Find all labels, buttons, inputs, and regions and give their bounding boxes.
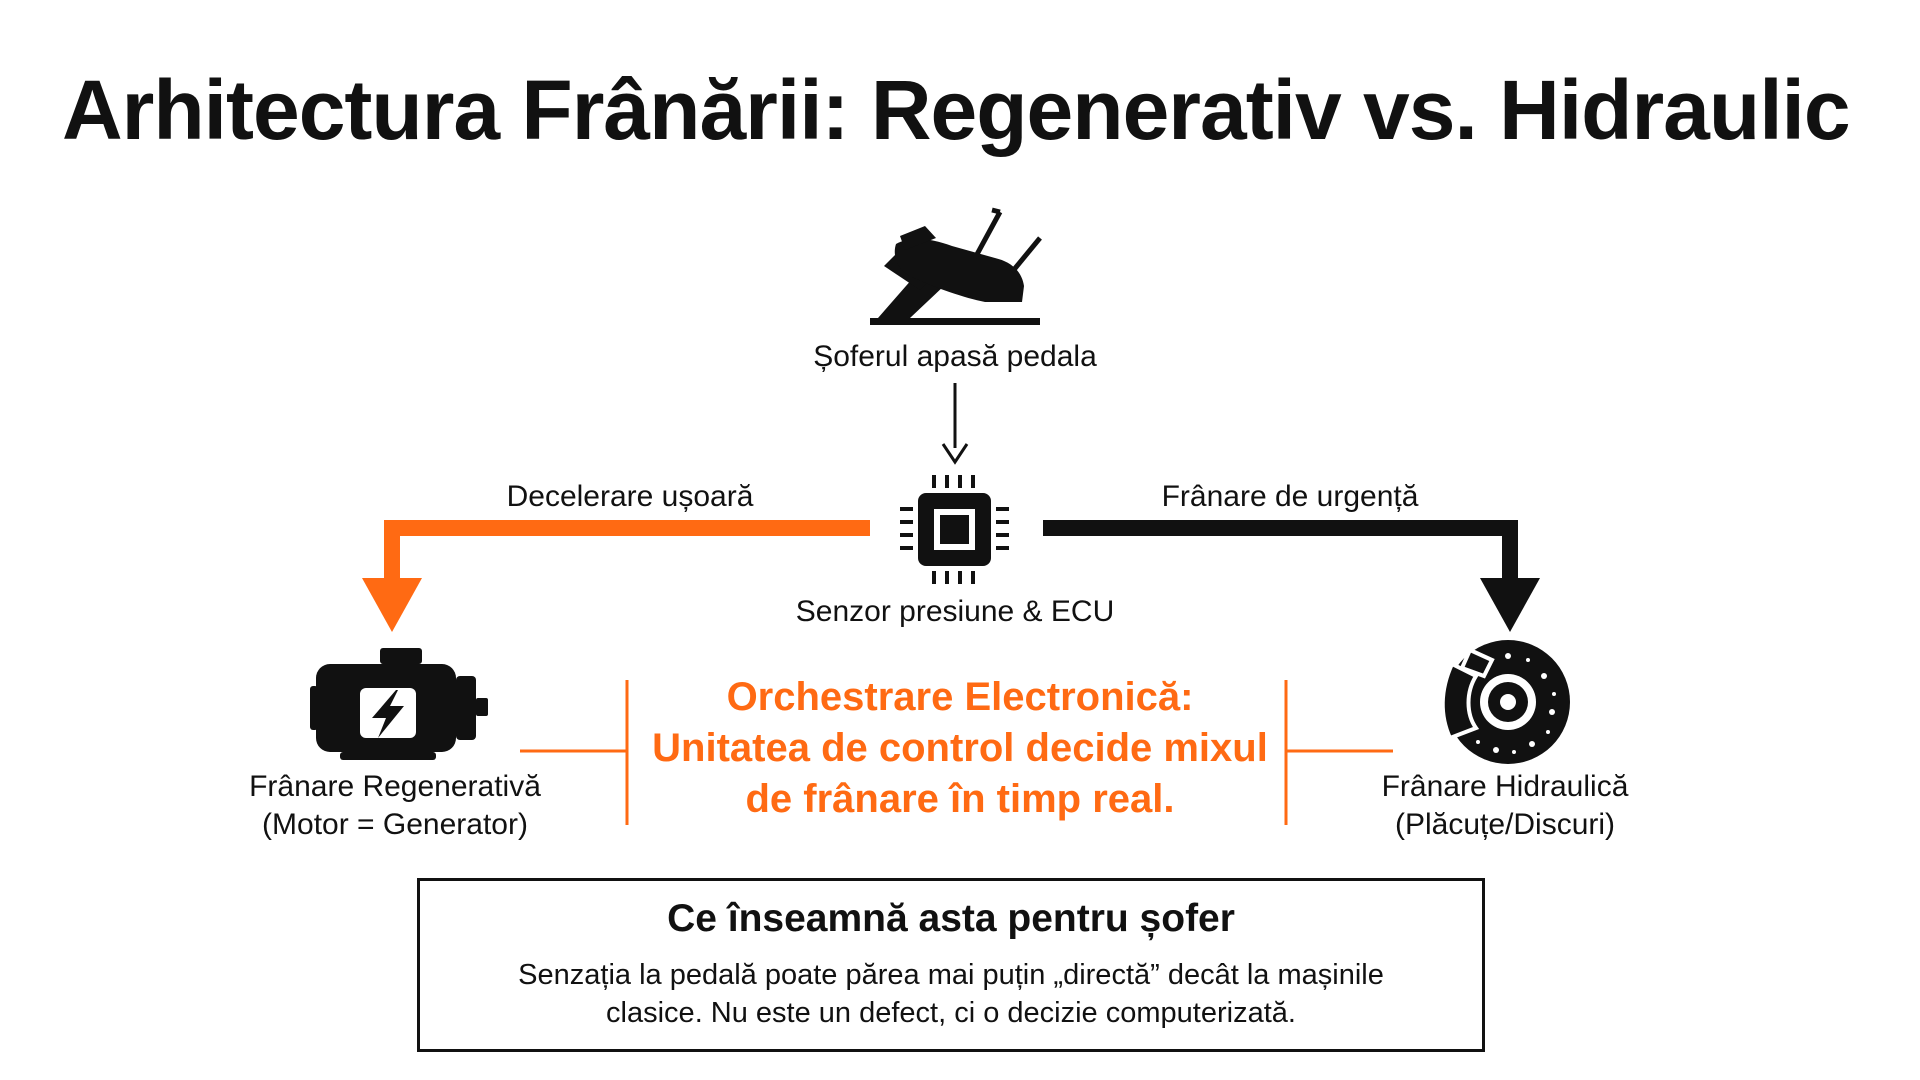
- arrow-driver-to-ecu: [941, 383, 969, 465]
- regen-label-line1: Frânare Regenerativă: [249, 770, 541, 803]
- arrow-ecu-to-hydraulic: [1043, 520, 1540, 632]
- center-message: Orchestrare Electronică: Unitatea de con…: [620, 672, 1300, 826]
- hydraulic-label: Frânare Hidraulică (Plăcuțe/Discuri): [1355, 768, 1655, 843]
- edge-right-label: Frânare de urgență: [1161, 480, 1419, 513]
- center-message-line3: de frânare în timp real.: [745, 777, 1175, 822]
- edge-left-label: Decelerare ușoară: [506, 480, 754, 513]
- electric-motor-icon: [310, 648, 488, 760]
- callout-body-line1: Senzația la pedală poate părea mai puțin…: [518, 959, 1384, 991]
- callout-box: Ce înseamnă asta pentru șofer Senzația l…: [417, 878, 1485, 1052]
- brake-disc-icon: [1440, 640, 1570, 764]
- brake-pedal-icon: [870, 207, 1042, 325]
- page-title: Arhitectura Frânării: Regenerativ vs. Hi…: [62, 63, 1851, 157]
- hydraulic-label-line1: Frânare Hidraulică: [1381, 770, 1629, 803]
- callout-title: Ce înseamnă asta pentru șofer: [667, 897, 1235, 940]
- center-message-line1: Orchestrare Electronică:: [726, 675, 1194, 719]
- regen-label-line2: (Motor = Generator): [262, 807, 528, 841]
- bracket-left: [520, 680, 629, 825]
- arrow-ecu-to-regen: [362, 520, 870, 632]
- ecu-label: Senzor presiune & ECU: [795, 595, 1115, 628]
- bracket-right: [1284, 680, 1393, 825]
- driver-label: Șoferul apasă pedala: [813, 340, 1097, 373]
- callout-body: Senzația la pedală poate părea mai puțin…: [480, 957, 1422, 1032]
- chip-icon: [900, 475, 1009, 584]
- callout-body-line2: clasice. Nu este un defect, ci o decizie…: [606, 996, 1296, 1029]
- regen-label: Frânare Regenerativă (Motor = Generator): [230, 768, 560, 843]
- center-message-line2: Unitatea de control decide mixul: [652, 726, 1268, 771]
- hydraulic-label-line2: (Plăcuțe/Discuri): [1394, 807, 1616, 841]
